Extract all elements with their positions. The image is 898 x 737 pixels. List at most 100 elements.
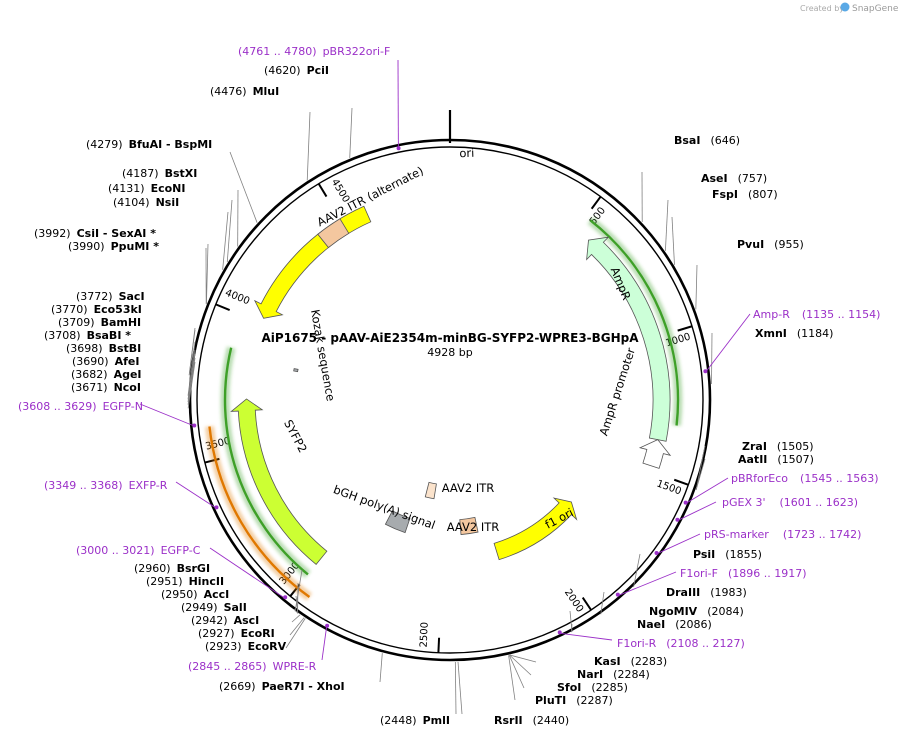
- enzyme-name: BamHI: [101, 316, 142, 329]
- feature-layer: [230, 205, 672, 565]
- map-title-block: AiP1675 - pAAV-AiE2354m-minBG-SYFP2-WPRE…: [261, 331, 639, 359]
- enzyme-leader-line: [188, 329, 196, 376]
- enzyme-labels: (4620)PciI (4476)MluI (4279)BfuAI - BspM…: [34, 64, 833, 727]
- enzyme-name: PciI: [307, 64, 329, 77]
- primer-name: F1ori-R: [617, 637, 657, 650]
- enzyme-pos: (4476): [210, 85, 247, 98]
- primer-leader-line: [560, 632, 613, 641]
- enzyme-pos: (1983): [710, 586, 747, 599]
- enzyme-leader-line: [289, 617, 305, 636]
- primer-range: (2845 .. 2865): [188, 660, 267, 673]
- feature-shape: [638, 439, 672, 469]
- primer-range: (3349 .. 3368): [44, 479, 123, 492]
- enzyme-name: AatII: [738, 453, 767, 466]
- enzyme-label: (3992)CsiI - SexAI *: [34, 227, 156, 240]
- enzyme-name: PvuI: [737, 238, 764, 251]
- feature-label-syfp2: SYFP2: [281, 417, 310, 455]
- scale-tick: [677, 325, 693, 332]
- leader-lines: [139, 59, 751, 715]
- enzyme-label: RsrII(2440): [494, 714, 569, 727]
- enzyme-label: PvuI (955): [737, 238, 804, 251]
- enzyme-name: SacI: [119, 290, 145, 303]
- enzyme-pos: (3770): [51, 303, 88, 316]
- enzyme-pos: (1184): [797, 327, 834, 340]
- enzyme-name: BsaI: [674, 134, 700, 147]
- enzyme-pos: (3990): [68, 240, 105, 253]
- backbone: [188, 110, 712, 662]
- primer-range: (1601 .. 1623): [780, 496, 859, 509]
- enzyme-label: (2949)SalI: [181, 601, 247, 614]
- enzyme-label: AatII (1507): [738, 453, 814, 466]
- primer-range: (3000 .. 3021): [76, 544, 155, 557]
- primer-range: (1135 .. 1154): [802, 308, 881, 321]
- enzyme-label: (4620) PciI: [264, 64, 329, 77]
- enzyme-pos: (955): [774, 238, 804, 251]
- primer-range: (1896 .. 1917): [728, 567, 807, 580]
- enzyme-label: NaeI(2086): [637, 618, 712, 631]
- enzyme-label: SfoI(2285): [557, 681, 628, 694]
- enzyme-name: AscI: [234, 614, 260, 627]
- primer-site-marker: [557, 630, 562, 635]
- enzyme-pos: (3708): [44, 329, 81, 342]
- enzyme-name: PmlI: [423, 714, 450, 727]
- feature-label-aav2-itr-2: AAV2 ITR: [442, 481, 495, 495]
- primer-name: Amp-R: [753, 308, 790, 321]
- enzyme-pos: (646): [710, 134, 740, 147]
- feature-shape: [230, 398, 328, 565]
- enzyme-name: BstXI: [165, 167, 198, 180]
- enzyme-name: NaeI: [637, 618, 665, 631]
- snapgene-brand: Created by SnapGene: [800, 2, 898, 14]
- enzyme-pos: (3671): [71, 381, 108, 394]
- enzyme-leader-line: [508, 655, 525, 689]
- primer-leader-line: [678, 501, 717, 521]
- wpre-highlight-arc: [208, 426, 311, 598]
- enzyme-pos: (757): [738, 172, 768, 185]
- enzyme-name: RsrII: [494, 714, 523, 727]
- primer-site-marker: [283, 595, 288, 600]
- snapgene-logo-icon: [840, 2, 850, 12]
- backbone-outer-ring: [188, 138, 712, 662]
- primer-range: (1723 .. 1742): [783, 528, 862, 541]
- enzyme-leader-line: [695, 445, 706, 490]
- primer-leader-line: [209, 547, 285, 599]
- enzyme-pos: (1507): [777, 453, 814, 466]
- enzyme-name: CsiI - SexAI *: [77, 227, 157, 240]
- enzyme-name: NcoI: [114, 381, 141, 394]
- scale-tick: [590, 196, 602, 210]
- enzyme-label: (3708)BsaBI *: [44, 329, 131, 342]
- enzyme-leader-line: [508, 655, 516, 701]
- primer-site-marker: [192, 423, 197, 428]
- enzyme-leader-line: [294, 569, 303, 612]
- enzyme-name: BsrGI: [177, 562, 210, 575]
- enzyme-label: (3772)SacI: [76, 290, 145, 303]
- enzyme-name: AccI: [204, 588, 230, 601]
- primer-name: EGFP-C: [161, 544, 201, 557]
- enzyme-leader-line: [206, 243, 209, 304]
- enzyme-pos: (4620): [264, 64, 301, 77]
- enzyme-pos: (2960): [134, 562, 171, 575]
- primer-site-marker: [675, 517, 680, 522]
- feature-shape: [493, 497, 578, 561]
- primer-site-marker: [654, 550, 659, 555]
- primer-leader-line: [706, 313, 751, 372]
- enzyme-pos: (3682): [71, 368, 108, 381]
- enzyme-pos: (4187): [122, 167, 159, 180]
- enzyme-leader-line: [187, 361, 196, 409]
- enzyme-pos: (1855): [725, 548, 762, 561]
- enzyme-name: ZraI: [742, 440, 767, 453]
- enzyme-name: AgeI: [114, 368, 142, 381]
- enzyme-pos: (2949): [181, 601, 218, 614]
- primer-leader-line: [657, 533, 701, 554]
- enzyme-leader-line: [295, 595, 299, 614]
- primer-name: pGEX 3': [722, 496, 766, 509]
- highlight-arcs: [204, 216, 683, 601]
- enzyme-leader-line: [633, 553, 641, 587]
- primer-site-marker: [683, 500, 688, 505]
- enzyme-label: (4131)EcoNI: [108, 182, 185, 195]
- enzyme-leader-line: [454, 661, 457, 715]
- enzyme-name: HincII: [189, 575, 225, 588]
- enzyme-leader-line: [695, 264, 698, 310]
- enzyme-name: DraIII: [666, 586, 700, 599]
- enzyme-label: NarI(2284): [577, 668, 650, 681]
